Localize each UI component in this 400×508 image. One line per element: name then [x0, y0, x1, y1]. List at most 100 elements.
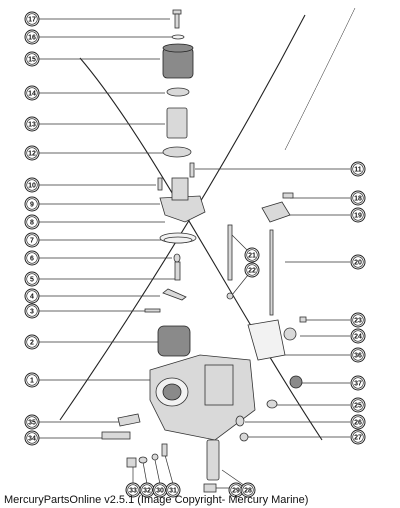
- callout-23: 23: [350, 312, 366, 328]
- callout-number: 5: [30, 277, 34, 284]
- callout-14: 14: [24, 85, 40, 101]
- callout-number: 9: [30, 202, 34, 209]
- callout-16: 16: [24, 29, 40, 45]
- callout-number: 10: [28, 183, 36, 190]
- callout-9: 9: [24, 196, 40, 212]
- part-screw-17: [172, 9, 182, 29]
- callout-35: 35: [24, 414, 40, 430]
- part-bracket-19: [261, 201, 291, 223]
- callout-31: 31: [165, 482, 181, 498]
- callout-number: 31: [169, 488, 177, 495]
- part-plug-33: [126, 457, 137, 468]
- callout-number: 37: [354, 381, 362, 388]
- callout-11: 11: [350, 161, 366, 177]
- callout-number: 26: [354, 420, 362, 427]
- part-ring-22: [226, 292, 234, 300]
- callout-5: 5: [24, 271, 40, 287]
- callout-number: 1: [30, 378, 34, 385]
- callout-10: 10: [24, 177, 40, 193]
- callout-number: 8: [30, 220, 34, 227]
- callout-24: 24: [350, 328, 366, 344]
- part-pin-3: [144, 308, 161, 313]
- callout-8: 8: [24, 214, 40, 230]
- callout-number: 17: [28, 17, 36, 24]
- part-solenoid-15: [162, 43, 194, 79]
- callout-number: 25: [354, 403, 362, 410]
- callout-30: 30: [152, 482, 168, 498]
- part-plug-26: [235, 415, 245, 427]
- callout-18: 18: [350, 190, 366, 206]
- part-rod-20: [269, 229, 274, 316]
- part-washer-16: [171, 34, 185, 40]
- callout-21: 21: [244, 247, 260, 263]
- callout-number: 19: [354, 213, 362, 220]
- leader-lines: [39, 18, 350, 489]
- callout-number: 34: [28, 436, 36, 443]
- callout-20: 20: [350, 254, 366, 270]
- part-washer-24: [283, 327, 297, 341]
- callout-number: 14: [28, 91, 36, 98]
- callout-13: 13: [24, 116, 40, 132]
- part-washer-32: [138, 456, 148, 464]
- callout-number: 29: [232, 488, 240, 495]
- callout-number: 20: [354, 260, 362, 267]
- callout-number: 2: [30, 340, 34, 347]
- part-spring-35: [117, 413, 141, 427]
- callout-number: 36: [354, 353, 362, 360]
- part-seal-14: [166, 87, 190, 97]
- callout-37: 37: [350, 375, 366, 391]
- part-rod-21: [227, 224, 233, 281]
- wire-left: [79, 57, 323, 441]
- image-caption: MercuryPartsOnline v2.5.1 (Image Copyrig…: [4, 494, 309, 506]
- callout-36: 36: [350, 347, 366, 363]
- part-gasket-12: [162, 146, 192, 158]
- part-seat-5: [174, 261, 181, 281]
- callout-number: 33: [129, 488, 137, 495]
- callout-7: 7: [24, 232, 40, 248]
- part-plug-37: [289, 375, 303, 389]
- callout-number: 21: [248, 253, 256, 260]
- callout-26: 26: [350, 414, 366, 430]
- callout-1: 1: [24, 372, 40, 388]
- part-washer-30: [151, 453, 159, 461]
- part-carburetor-body-1: [149, 354, 256, 441]
- callout-19: 19: [350, 207, 366, 223]
- part-pump-body-9: [159, 177, 206, 223]
- callout-number: 24: [354, 334, 362, 341]
- callout-number: 12: [28, 151, 36, 158]
- callout-17: 17: [24, 11, 40, 27]
- callout-15: 15: [24, 51, 40, 67]
- callout-number: 23: [354, 318, 362, 325]
- part-washer-25: [266, 399, 278, 409]
- callout-number: 18: [354, 196, 362, 203]
- callout-number: 30: [156, 488, 164, 495]
- wire-right: [59, 14, 306, 421]
- callout-33: 33: [125, 482, 141, 498]
- callout-28: 28: [240, 482, 256, 498]
- callout-number: 4: [30, 294, 34, 301]
- part-spring-18: [282, 192, 294, 199]
- callout-number: 22: [248, 268, 256, 275]
- callout-number: 27: [354, 435, 362, 442]
- callout-number: 32: [143, 488, 151, 495]
- callout-27: 27: [350, 429, 366, 445]
- callout-number: 13: [28, 122, 36, 129]
- callout-number: 11: [354, 167, 362, 174]
- part-gasket-7: [163, 236, 193, 244]
- callout-4: 4: [24, 288, 40, 304]
- callout-number: 15: [28, 57, 36, 64]
- callout-number: 7: [30, 238, 34, 245]
- part-gasket-36: [247, 319, 286, 361]
- part-filter-13: [166, 107, 188, 139]
- part-plug-27: [239, 432, 249, 442]
- callout-6: 6: [24, 250, 40, 266]
- part-nozzle-28: [206, 439, 220, 481]
- callout-32: 32: [139, 482, 155, 498]
- part-cap-29: [203, 483, 217, 493]
- part-float-2: [157, 325, 191, 357]
- callout-number: 16: [28, 35, 36, 42]
- part-jet-31: [161, 443, 168, 457]
- callout-labels: 17 16 15 14 13 12 10 9 8 7 6 5 4 32 1 35 34 11 18 19 21 22 20 2…: [24, 11, 366, 498]
